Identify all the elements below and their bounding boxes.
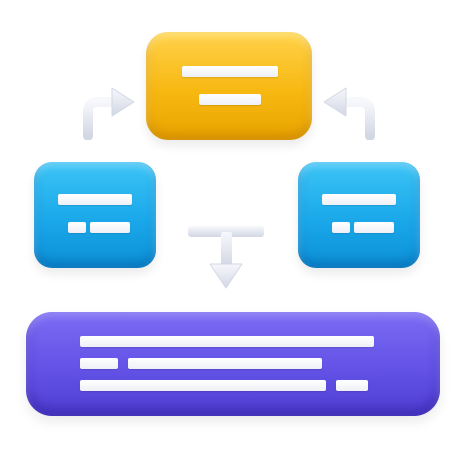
text-line [80, 336, 374, 347]
curved-arrow-left-icon [323, 87, 375, 140]
text-line [182, 66, 278, 77]
text-line [354, 222, 394, 233]
text-line [68, 222, 86, 233]
text-line [80, 358, 118, 369]
text-line [128, 358, 322, 369]
text-line [332, 222, 350, 233]
text-line [58, 194, 132, 205]
left-node [34, 162, 156, 268]
text-line [322, 194, 396, 205]
bottom-node [26, 312, 440, 416]
top-node [146, 32, 312, 140]
merge-down-arrow-icon [188, 226, 264, 289]
right-node [298, 162, 420, 268]
text-line [80, 380, 326, 391]
text-line [336, 380, 368, 391]
text-line [90, 222, 130, 233]
text-line [199, 94, 261, 105]
curved-arrow-right-icon [83, 87, 135, 140]
